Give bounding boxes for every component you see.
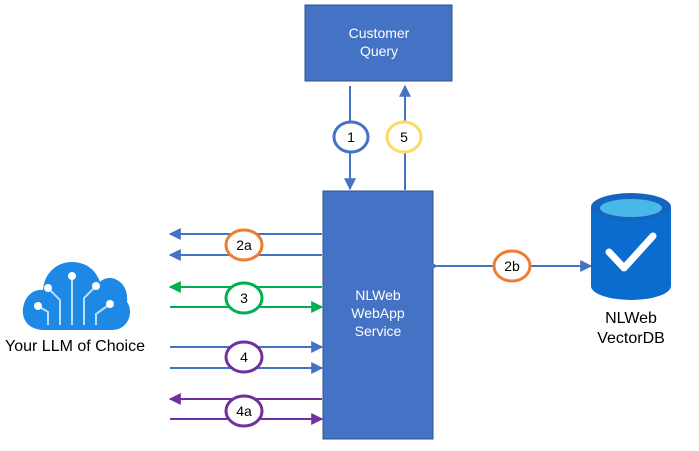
svg-text:2b: 2b [504, 258, 520, 274]
step-badge-4: 4 [224, 340, 264, 374]
step-badge-4a: 4a [224, 394, 264, 428]
svg-text:4a: 4a [236, 403, 252, 419]
service-label-line1: NLWeb [355, 287, 401, 303]
cloud-circuit-icon [22, 262, 131, 330]
vectordb-label-line1: NLWeb [605, 310, 657, 327]
svg-text:5: 5 [400, 129, 408, 145]
customer-query-label-line1: Customer [349, 25, 410, 41]
nlweb-service-node: NLWeb WebApp Service [322, 190, 434, 440]
service-label-line2: WebApp [351, 305, 405, 321]
step-badge-3: 3 [224, 281, 264, 315]
svg-text:2a: 2a [236, 237, 252, 253]
step-badge-1: 1 [332, 120, 370, 154]
customer-query-label-line2: Query [360, 43, 398, 59]
vectordb-label-line2: VectorDB [597, 330, 665, 347]
svg-text:1: 1 [347, 129, 355, 145]
step-badge-2b: 2b [492, 249, 532, 283]
service-label-line3: Service [355, 323, 402, 339]
svg-text:3: 3 [240, 290, 248, 306]
llm-label: Your LLM of Choice [5, 338, 145, 355]
customer-query-node: Customer Query [304, 4, 453, 82]
step-badge-2a: 2a [224, 228, 264, 262]
step-badge-5: 5 [385, 120, 423, 154]
database-check-icon [591, 193, 671, 300]
svg-text:4: 4 [240, 349, 248, 365]
